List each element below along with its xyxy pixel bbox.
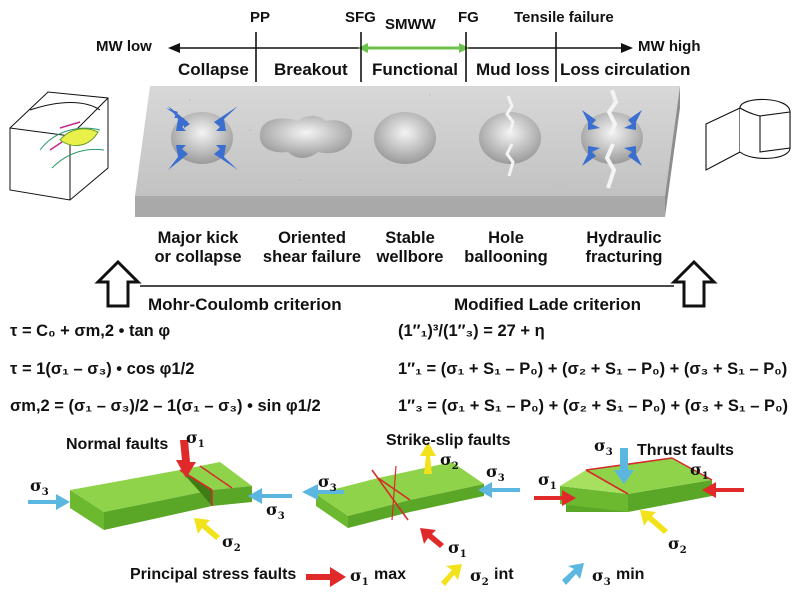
hole-functional	[374, 112, 436, 164]
wellbore-slab	[135, 86, 680, 217]
legend-s2-symbol: σ2	[470, 566, 489, 589]
normal-s3-right-symbol: σ3	[266, 500, 285, 523]
normal-s1-symbol: σ1	[186, 428, 205, 451]
strike-s3-left-symbol: σ3	[318, 472, 337, 495]
hole-loss-circulation	[581, 89, 643, 189]
legend-s3-arrow	[562, 563, 584, 585]
thrust-s2-symbol: σ2	[668, 534, 687, 557]
thrust-fault-block	[534, 448, 744, 534]
thrust-s1-right-symbol: σ1	[690, 460, 709, 483]
zone-functional: Functional	[372, 60, 458, 79]
outcome-hydraulic-fracturing: Hydraulic fracturing	[572, 229, 676, 267]
normal-s3-left-symbol: σ3	[30, 476, 49, 499]
strike-s3-right-symbol: σ3	[486, 462, 505, 485]
strike-s3-left-arrow	[302, 484, 344, 500]
thrust-faults-label: Thrust faults	[637, 442, 734, 459]
outcome-line: Oriented	[278, 229, 346, 247]
lade-eq-3: 1″₃ = (σ₁ + S₁ – P₀) + (σ₂ + S₁ – P₀) + …	[398, 397, 788, 415]
zone-loss-circulation: Loss circulation	[560, 60, 691, 79]
legend-s2-text: int	[494, 566, 514, 583]
normal-faults-label: Normal faults	[66, 436, 169, 453]
zone-breakout: Breakout	[274, 60, 348, 79]
zone-collapse: Collapse	[178, 60, 249, 79]
thrust-s1-left-symbol: σ1	[538, 470, 557, 493]
sfg-label: SFG	[345, 9, 376, 26]
outcome-stable-wellbore: Stable wellbore	[370, 229, 450, 267]
tensile-failure-label: Tensile failure	[514, 9, 614, 26]
outcome-line: shear failure	[262, 248, 362, 266]
hole-breakout	[259, 115, 353, 158]
mohr-eq-1: τ = C₀ + σm,2 • tan φ	[10, 322, 171, 340]
strike-s1-symbol: σ1	[448, 538, 467, 561]
strike-s1-arrow	[420, 528, 444, 548]
smww-label: SMWW	[385, 16, 436, 33]
wellbore-block-icon	[9, 91, 109, 201]
outcome-line: Stable	[385, 229, 435, 247]
outcome-line: or collapse	[154, 248, 242, 266]
lade-eq-2: 1″₁ = (σ₁ + S₁ – P₀) + (σ₂ + S₁ – P₀) + …	[398, 360, 788, 378]
outcome-line: fracturing	[585, 248, 663, 266]
normal-s1-arrow	[176, 440, 196, 478]
lade-eq-1: (1″₁)³/(1″₃) = 27 + η	[398, 322, 545, 340]
up-arrow-icon	[94, 259, 142, 308]
mohr-eq-3: σm,2 = (σ₁ – σ₃)/2 – 1(σ₁ – σ₃) • sin φ1…	[10, 397, 321, 415]
legend-s1-arrow	[306, 567, 346, 587]
mohr-eq-2: τ = 1(σ₁ – σ₃) • cos φ1/2	[10, 360, 195, 378]
mw-axis	[168, 32, 633, 82]
strike-slip-faults-label: Strike-slip faults	[386, 432, 511, 449]
legend-s1-text: max	[374, 566, 407, 583]
legend-title: Principal stress faults	[130, 566, 297, 583]
outcome-line: Hole	[488, 229, 524, 247]
thrust-s1-left-arrow	[534, 490, 576, 506]
fg-label: FG	[458, 9, 479, 26]
thrust-s3-arrow	[614, 448, 634, 484]
strike-slip-block	[302, 442, 520, 548]
legend-s1-symbol: σ1	[350, 566, 369, 589]
pp-label: PP	[250, 9, 271, 26]
casing-section-icon	[705, 98, 791, 171]
strike-s2-symbol: σ2	[440, 450, 459, 473]
normal-fault-block	[28, 440, 292, 540]
thrust-s2-arrow	[640, 510, 668, 534]
outcome-line: Major kick	[157, 229, 239, 247]
legend-s3-symbol: σ3	[592, 566, 611, 589]
legend-s2-arrow	[441, 564, 462, 586]
thrust-s3-symbol: σ3	[594, 436, 613, 459]
zone-mud-loss: Mud loss	[476, 60, 550, 79]
mw-low-label: MW low	[96, 38, 152, 55]
outcome-oriented-shear: Oriented shear failure	[256, 229, 368, 267]
outcome-line: ballooning	[464, 248, 548, 266]
strike-s3-right-arrow	[478, 482, 520, 498]
outcome-hole-ballooning: Hole ballooning	[458, 229, 554, 267]
outcome-line: wellbore	[376, 248, 444, 266]
mohr-coulomb-title: Mohr-Coulomb criterion	[148, 295, 342, 314]
modified-lade-title: Modified Lade criterion	[454, 295, 642, 314]
outcome-major-kick: Major kick or collapse	[150, 229, 246, 267]
hole-mudloss	[479, 95, 541, 177]
normal-s2-symbol: σ2	[222, 532, 241, 555]
hole-collapse	[166, 106, 238, 170]
legend-s3-text: min	[616, 566, 645, 583]
outcome-line: Hydraulic	[586, 229, 662, 247]
strike-s2-arrow	[420, 442, 436, 474]
normal-s2-arrow	[194, 518, 220, 540]
thrust-s1-right-arrow	[702, 482, 744, 498]
up-arrow-icon	[670, 259, 718, 308]
mw-high-label: MW high	[638, 38, 701, 55]
normal-s3-right-arrow	[248, 488, 292, 504]
normal-s3-left-arrow	[28, 494, 70, 510]
